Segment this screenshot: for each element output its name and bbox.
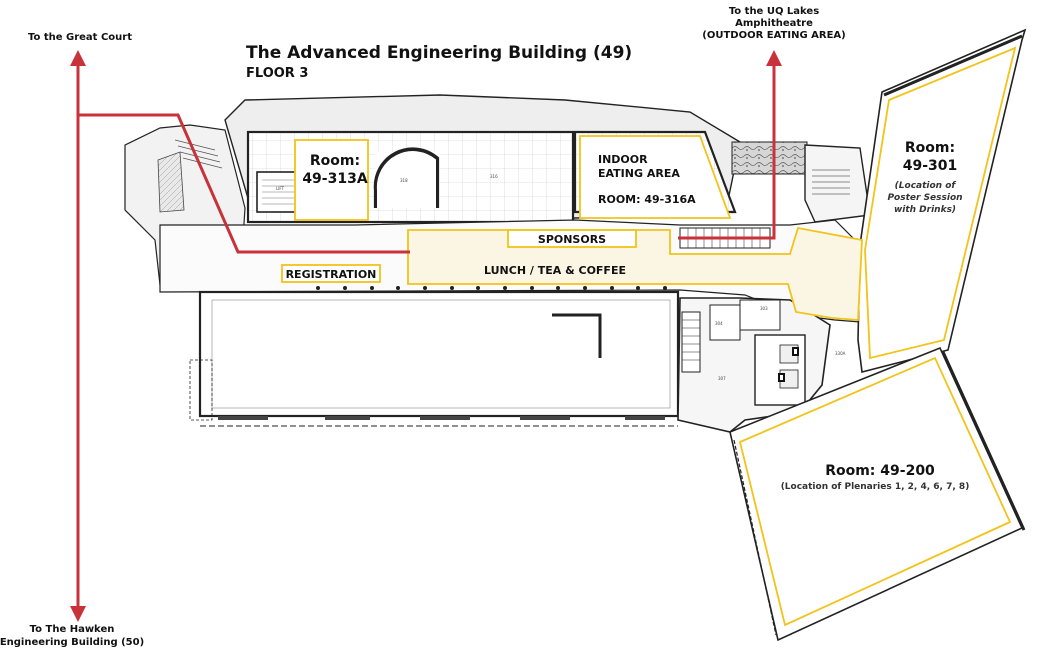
room-301-note-1: (Location of (895, 181, 957, 191)
curved-room (375, 152, 440, 208)
floor-label: FLOOR 3 (246, 66, 308, 81)
ne-stairs (812, 169, 850, 195)
toilet-icon (778, 347, 799, 382)
route-lines (76, 64, 776, 608)
room-200-wall (733, 439, 777, 636)
highlight-areas (281, 46, 1017, 627)
sponsors-box[interactable] (507, 229, 637, 248)
south-hall (198, 290, 680, 418)
room-313a-outline[interactable] (294, 139, 369, 221)
indoor-eating-label-3: ROOM: 49-316A (598, 193, 696, 206)
west-lift-stairs (262, 179, 298, 205)
map-title: The Advanced Engineering Building (49) (246, 43, 632, 63)
south-hall-inner (211, 299, 671, 409)
direction-hawken-1: To The Hawken (30, 624, 115, 635)
room-313a-label-1: Room: (310, 153, 360, 169)
ne-block (804, 144, 871, 223)
room-313a-label-2: 49-313A (302, 171, 368, 187)
lunch-label: LUNCH / TEA & COFFEE (484, 264, 626, 277)
room-301-label-2: 49-301 (903, 158, 958, 174)
svg-text:LIFT: LIFT (276, 186, 285, 191)
room-200-label: Room: 49-200 (825, 463, 935, 479)
room-200-outline[interactable] (738, 356, 1012, 627)
registration-label: REGISTRATION (286, 268, 377, 281)
room-200-note: (Location of Plenaries 1, 2, 4, 6, 7, 8) (781, 482, 970, 492)
svg-text:303: 303 (760, 306, 768, 311)
route-lakes (678, 64, 776, 240)
indoor-eating-label-2: EATING AREA (598, 167, 680, 180)
direction-lakes-1: To the UQ Lakes (729, 6, 819, 17)
svg-text:330A: 330A (835, 351, 846, 356)
curved-room-top (374, 149, 438, 208)
svg-text:307: 307 (718, 376, 726, 381)
east-room-2 (739, 299, 781, 331)
north-arrow-icon (70, 50, 782, 66)
direction-great-court: To the Great Court (28, 32, 132, 43)
room-301-label-1: Room: (905, 140, 955, 156)
lunch-area-outline[interactable] (407, 226, 863, 321)
south-hall-fixture (552, 313, 602, 358)
east-stair-treads (682, 319, 700, 361)
east-room-1 (709, 304, 741, 341)
west-stairs (174, 139, 223, 169)
svg-text:316: 316 (490, 174, 498, 179)
direction-lakes-3: (OUTDOOR EATING AREA) (702, 30, 845, 41)
east-stair (681, 311, 701, 373)
room-301-note-3: with Drinks) (894, 205, 956, 215)
room-301-outline[interactable] (864, 46, 1017, 360)
columns (316, 286, 667, 290)
indoor-eating-outline[interactable] (579, 135, 732, 219)
route-great-court (78, 113, 410, 254)
sponsors-label: SPONSORS (538, 233, 606, 246)
south-hall-west-bay (189, 359, 213, 421)
room-301-note-2: Poster Session (887, 193, 962, 203)
direction-lakes-2: Amphitheatre (735, 18, 813, 29)
stone-garden (731, 141, 808, 175)
indoor-eating-label-1: INDOOR (598, 153, 648, 166)
registration-box[interactable] (281, 264, 381, 283)
curved-room-wall (373, 147, 440, 208)
down-arrow-icon (70, 606, 86, 622)
svg-text:318: 318 (400, 178, 408, 183)
direction-hawken-2: Engineering Building (50) (0, 637, 144, 648)
room-200-window (941, 351, 1026, 531)
west-hatch (157, 151, 185, 213)
room-301-window (883, 34, 1023, 97)
svg-text:304: 304 (715, 321, 723, 326)
